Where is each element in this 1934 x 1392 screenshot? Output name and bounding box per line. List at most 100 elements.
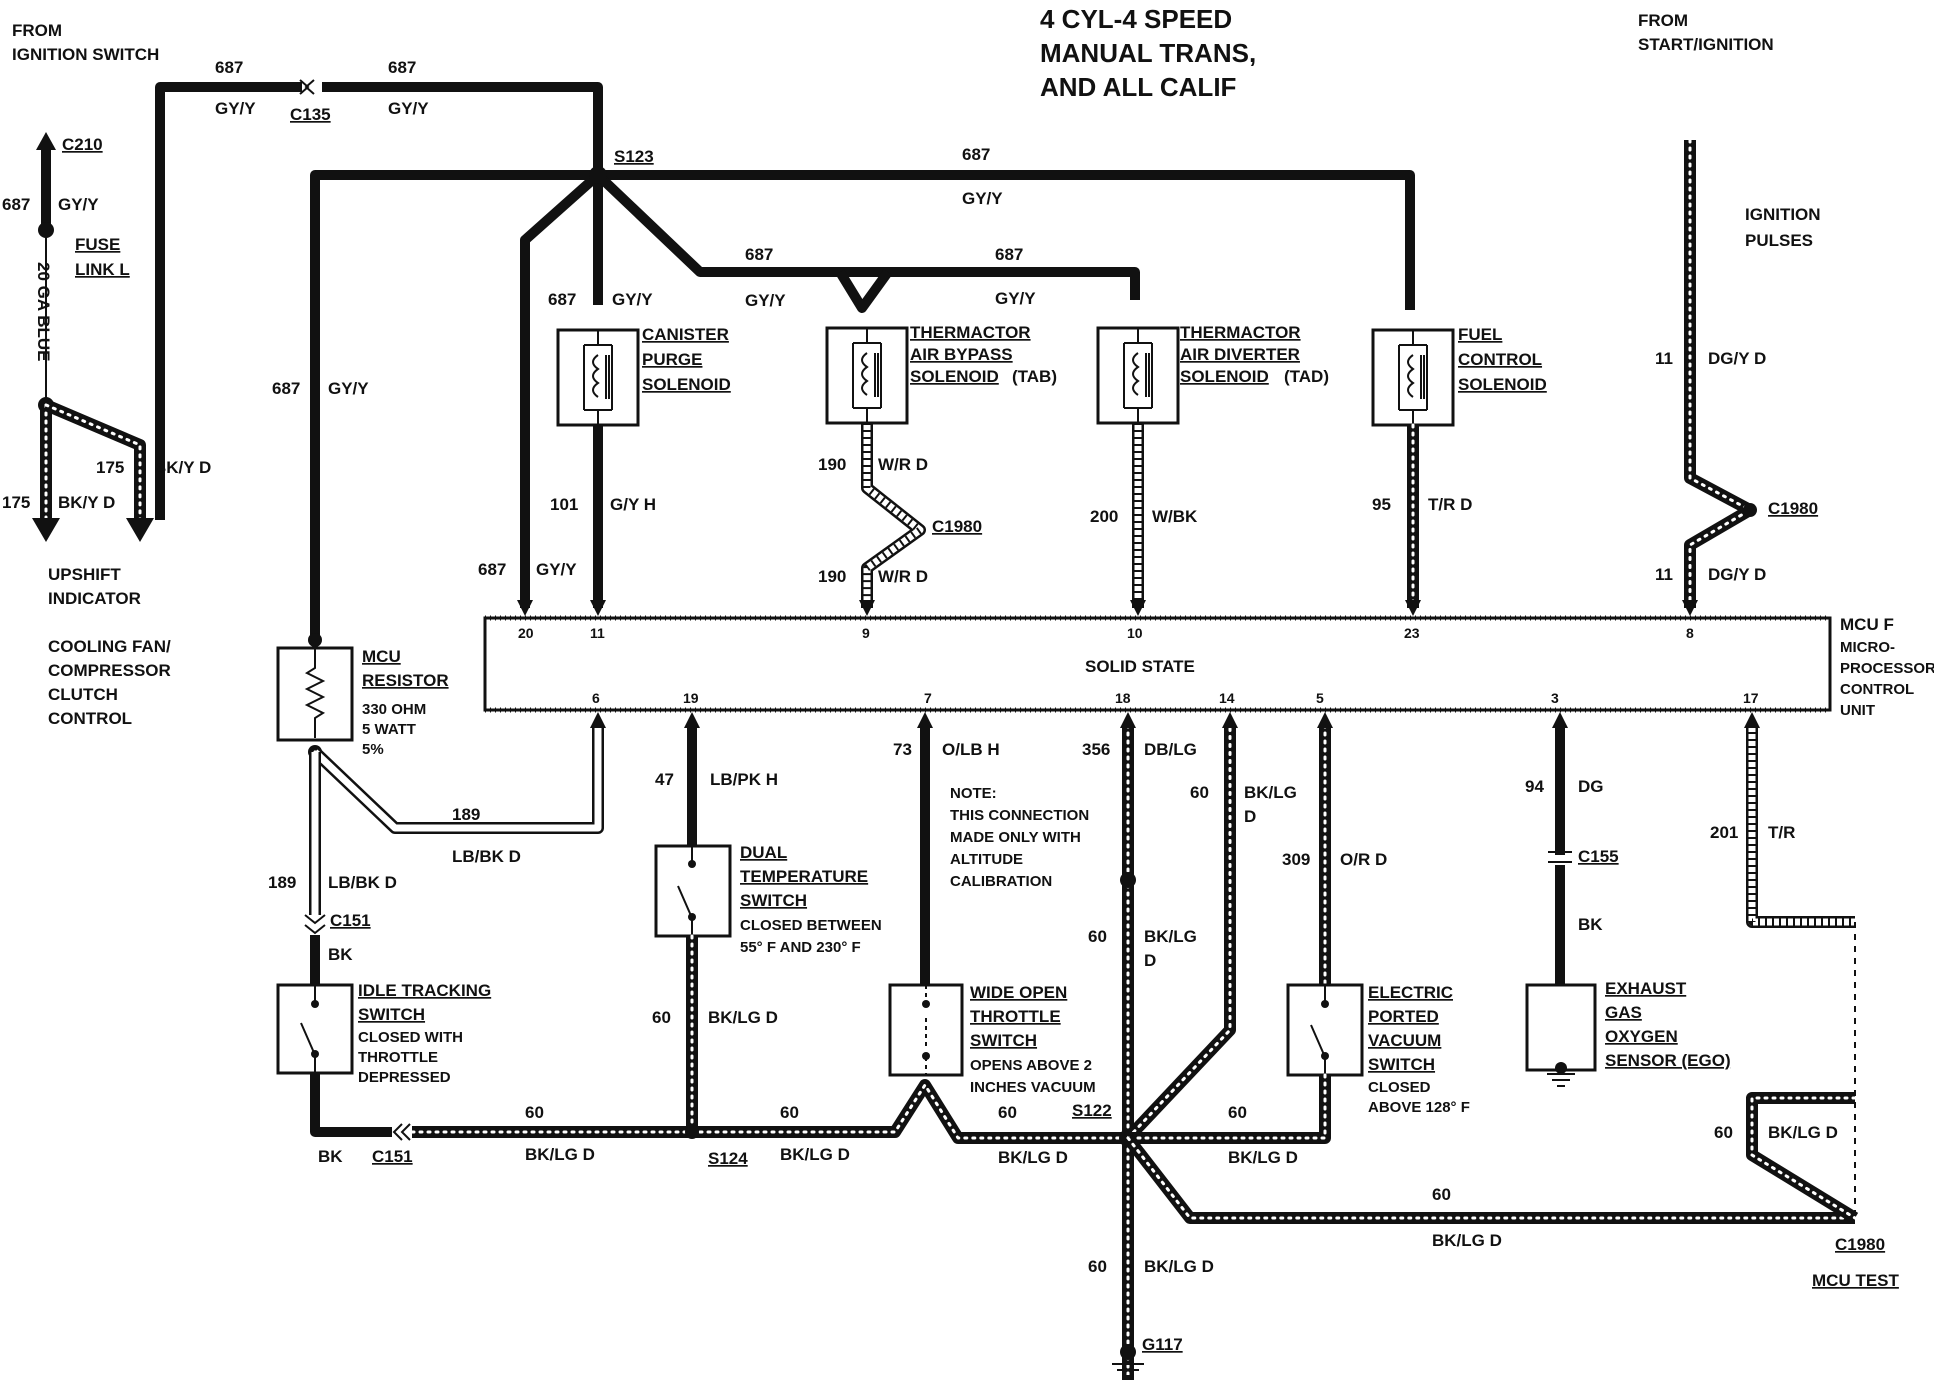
wire-label-bklg-s122: BK/LG <box>1144 927 1197 946</box>
c151-connector-icon <box>304 914 326 935</box>
ignition-pulses-line-1: IGNITION <box>1745 205 1821 224</box>
mcu-top-pin-8: 8 <box>1686 625 1694 641</box>
dual-temp-line-2: TEMPERATURE <box>740 867 868 886</box>
canister-line-2: PURGE <box>642 350 702 369</box>
wire-label-bklg-pin14: BK/LG <box>1244 783 1297 802</box>
wire-label-olbh: O/LB H <box>942 740 1000 759</box>
wire-label-687-bus: 687 <box>962 145 990 164</box>
wire-label-wrd-b: W/R D <box>878 567 928 586</box>
dual-temp-line-1: DUAL <box>740 843 787 862</box>
idle-note-1: CLOSED WITH <box>358 1029 463 1046</box>
fuel-line-2: CONTROL <box>1458 350 1542 369</box>
wire-687-tad <box>594 171 1140 300</box>
wire-60-epv <box>1126 1073 1327 1140</box>
ignition-pulses-line-2: PULSES <box>1745 231 1813 250</box>
wire-label-60-pin14: 60 <box>1190 783 1209 802</box>
canister-line-1: CANISTER <box>642 325 729 344</box>
wot-line-3: SWITCH <box>970 1031 1037 1050</box>
mcu-unit: SOLID STATE 20 11 9 10 23 8 6 19 7 18 14… <box>483 615 1832 713</box>
wire-label-bk-a: BK <box>328 945 353 964</box>
wire-label-687-tab-b: 687 <box>995 245 1023 264</box>
note-line-1: NOTE: <box>950 785 997 802</box>
wire-label-dgyd-b: DG/Y D <box>1708 565 1766 584</box>
c210-arrow-icon <box>36 132 56 150</box>
tab-suffix: (TAB) <box>1012 367 1057 386</box>
dual-temp-note-2: 55° F AND 230° F <box>740 939 861 956</box>
mcu-top-pin-20: 20 <box>518 625 534 641</box>
ego-line-2: GAS <box>1605 1003 1642 1022</box>
canister-purge-solenoid: CANISTER PURGE SOLENOID <box>556 325 731 427</box>
wire-label-687-b: 687 <box>388 58 416 77</box>
wire-687-top-bus <box>310 170 1415 640</box>
c155-connector-icon <box>1548 851 1572 863</box>
mcu-bottom-pin-14: 14 <box>1219 690 1235 706</box>
fuel-line-3: SOLENOID <box>1458 375 1547 394</box>
wot-line-1: WIDE OPEN <box>970 983 1067 1002</box>
wire-label-60-bus-a: 60 <box>525 1103 544 1122</box>
wire-label-190-a: 190 <box>818 455 846 474</box>
tad-line-1: THERMACTOR <box>1180 323 1301 342</box>
wire-label-101: 101 <box>550 495 578 514</box>
mcu-resistor-line-1: MCU <box>362 647 401 666</box>
wire-label-687-canister: 687 <box>548 290 576 309</box>
wire-687-to-s123 <box>322 82 603 175</box>
mcu-top-pin-9: 9 <box>862 625 870 641</box>
wire-bk-to-c151 <box>310 1073 392 1137</box>
fuse-label-line-1: FUSE <box>75 235 120 254</box>
arrow-pin11-icon <box>590 600 606 616</box>
wire-60-mcu-test-loop <box>1750 1096 1857 1220</box>
splice-s122: S122 <box>1072 1101 1112 1120</box>
mcu-bottom-pin-7: 7 <box>924 690 932 706</box>
mcu-center-label: SOLID STATE <box>1085 657 1195 676</box>
canister-line-3: SOLENOID <box>642 375 731 394</box>
wire-label-lbbkd-b: LB/BK D <box>328 873 397 892</box>
tad-line-2: AIR DIVERTER <box>1180 345 1300 364</box>
idle-line-2: SWITCH <box>358 1005 425 1024</box>
connector-c151-a: C151 <box>330 911 371 930</box>
tab-line-2: AIR BYPASS <box>910 345 1013 364</box>
wire-label-189-b: 189 <box>268 873 296 892</box>
diagram-title: 4 CYL-4 SPEED MANUAL TRANS, AND ALL CALI… <box>1040 4 1256 102</box>
wire-label-gyy-left: GY/Y <box>328 379 369 398</box>
mcu-top-pin-23: 23 <box>1404 625 1420 641</box>
splice-s123-node <box>589 166 607 184</box>
arrow-pin17-icon <box>1744 712 1760 728</box>
wire-label-gyy-a: GY/Y <box>215 99 256 118</box>
mcu-desc-1: MICRO- <box>1840 639 1895 656</box>
upshift-arrow-icon <box>32 518 60 542</box>
idle-line-1: IDLE TRACKING <box>358 981 491 1000</box>
wire-label-gyy-fuse: GY/Y <box>58 195 99 214</box>
wire-label-200: 200 <box>1090 507 1118 526</box>
connector-c210: C210 <box>62 135 103 154</box>
wire-label-60-epv: 60 <box>1228 1103 1247 1122</box>
wire-60-pin14 <box>1126 723 1232 1140</box>
wire-label-175-a: 175 <box>2 493 30 512</box>
wire-label-bklgd-bus-b: BK/LG D <box>780 1145 850 1164</box>
wot-note-1: OPENS ABOVE 2 <box>970 1057 1092 1074</box>
wire-175-right <box>44 403 142 522</box>
wire-label-bkyd-a: BK/Y D <box>58 493 115 512</box>
wire-label-60-dualtemp: 60 <box>652 1008 671 1027</box>
mcu-test-label: MCU TEST <box>1812 1271 1900 1290</box>
tab-line-3: SOLENOID <box>910 367 999 386</box>
mcu-top-pin-11: 11 <box>590 625 605 641</box>
wire-label-bk-ego: BK <box>1578 915 1603 934</box>
wire-label-bklgd-bus-c: BK/LG D <box>998 1148 1068 1167</box>
arrow-pin19-icon <box>684 712 700 728</box>
title-line-1: 4 CYL-4 SPEED <box>1040 4 1232 34</box>
ego-line-4: SENSOR (EGO) <box>1605 1051 1731 1070</box>
wire-label-11-b: 11 <box>1655 565 1673 584</box>
cooling-line-1: COOLING FAN/ <box>48 637 171 656</box>
mcu-resistor-spec-1: 330 OHM <box>362 701 426 718</box>
mcu-bottom-pin-18: 18 <box>1115 690 1131 706</box>
cooling-line-3: CLUTCH <box>48 685 118 704</box>
arrow-pin20-icon <box>517 600 533 616</box>
wire-label-gyy-tab-b: GY/Y <box>995 289 1036 308</box>
wire-label-60-loop: 60 <box>1714 1123 1733 1142</box>
arrow-pin8-icon <box>1682 600 1698 616</box>
wire-label-bklgd-bus-a: BK/LG D <box>525 1145 595 1164</box>
connector-c1980-c: C1980 <box>1835 1235 1885 1254</box>
note-line-2: THIS CONNECTION <box>950 807 1089 824</box>
arrow-pin6-icon <box>590 712 606 728</box>
wire-label-bklgd-dualtemp: BK/LG D <box>708 1008 778 1027</box>
